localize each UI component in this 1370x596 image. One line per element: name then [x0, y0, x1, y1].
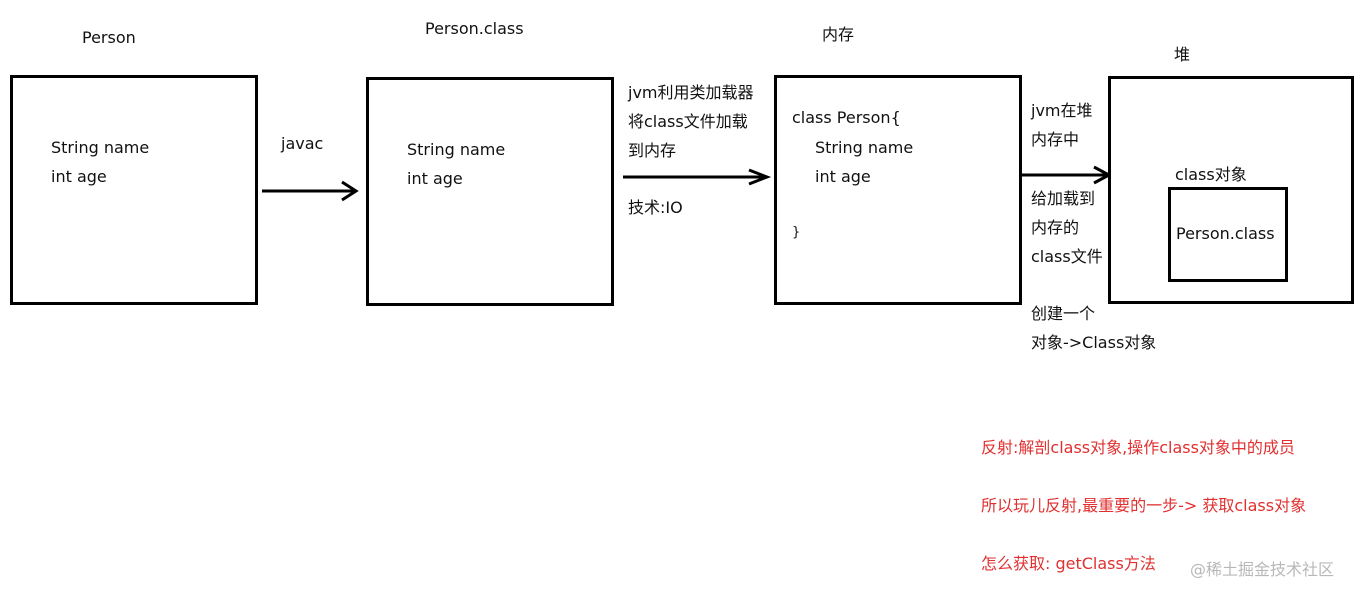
classloader-label: jvm利用类加载器 将class文件加载 到内存 — [628, 83, 754, 160]
memory-title: 内存 — [822, 25, 855, 44]
code-close-brace: } — [792, 225, 801, 240]
person-source-title: Person — [82, 28, 136, 47]
code-field-age: int age — [815, 167, 871, 186]
heap-title: 堆 — [1174, 45, 1191, 64]
person-class-title: Person.class — [425, 19, 524, 38]
code-field-name: String name — [815, 138, 914, 157]
classloader-arrow-icon — [623, 168, 772, 186]
memory-box: class Person{ String name int age } — [774, 75, 1022, 305]
heap-create-label: jvm在堆 内存中 — [1031, 101, 1093, 149]
field-string-name: String name — [51, 138, 150, 157]
code-class-decl: class Person{ — [792, 108, 901, 127]
javac-label: javac — [281, 134, 324, 153]
note-how-to-get: 怎么获取: getClass方法 — [981, 554, 1156, 573]
heap-arrow-icon — [1021, 165, 1113, 185]
watermark: @稀土掘金技术社区 — [1190, 560, 1335, 579]
class-object-box: Person.class — [1168, 187, 1288, 282]
note-reflection-definition: 反射:解剖class对象,操作class对象中的成员 — [981, 438, 1295, 457]
field-int-age: int age — [51, 167, 107, 186]
field-int-age: int age — [407, 169, 463, 188]
field-string-name: String name — [407, 140, 506, 159]
person-class-box: String name int age — [366, 77, 614, 306]
class-object-label: class对象 — [1175, 165, 1247, 184]
note-reflection-key-step: 所以玩儿反射,最重要的一步-> 获取class对象 — [981, 496, 1307, 515]
javac-arrow-icon — [262, 180, 359, 202]
technology-io-label: 技术:IO — [628, 198, 683, 217]
create-class-object-label: 创建一个 对象->Class对象 — [1031, 304, 1157, 352]
person-source-box: String name int age — [10, 75, 258, 305]
loaded-class-file-label: 给加载到 内存的 class文件 — [1031, 189, 1103, 266]
class-object-content: Person.class — [1176, 224, 1275, 243]
